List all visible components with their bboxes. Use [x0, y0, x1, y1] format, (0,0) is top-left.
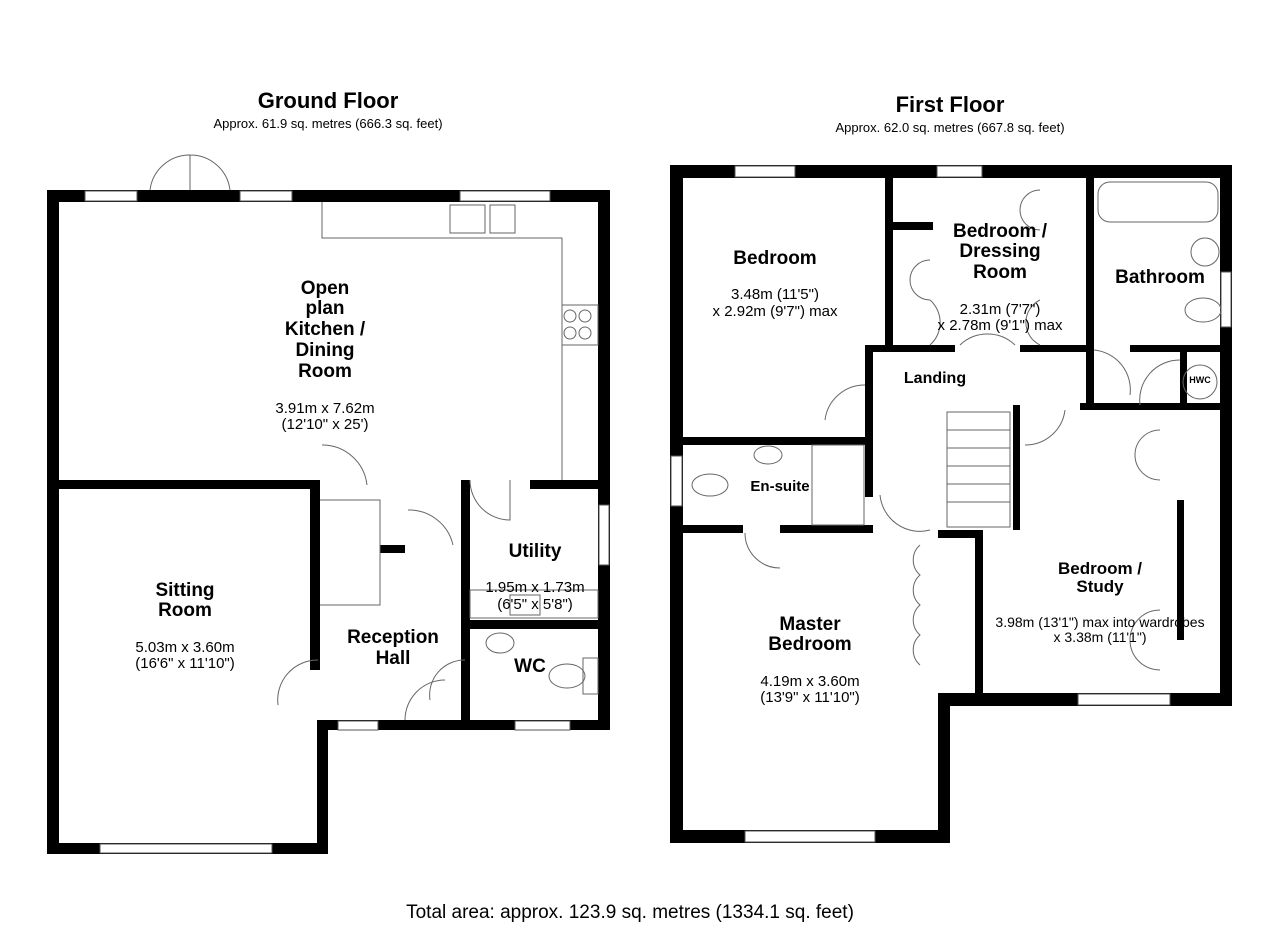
- room-name: Open plan Kitchen / Dining Room: [284, 277, 366, 383]
- hwc-label: HWC: [1189, 375, 1211, 385]
- room-landing: Landing: [903, 370, 967, 387]
- first-floor-fixtures: [670, 165, 1232, 843]
- ground-floor-area: Approx. 61.9 sq. metres (666.3 sq. feet): [213, 116, 443, 131]
- room-name: Bedroom: [733, 247, 817, 269]
- room-bedroom: Bedroom 3.48m (11'5") x 2.92m (9'7") max: [690, 231, 860, 338]
- room-name: Master Bedroom: [768, 613, 852, 656]
- first-floor-title: First Floor: [895, 92, 1005, 117]
- room-bathroom: Bathroom: [1115, 267, 1205, 288]
- room-bedroom-dressing: Bedroom / Dressing Room 2.31m (7'7") x 2…: [910, 204, 1090, 352]
- room-dimensions: 5.03m x 3.60m (16'6" x 11'10"): [135, 638, 235, 673]
- ground-floor-walls: [47, 190, 610, 854]
- room-dimensions: 3.91m x 7.62m (12'10" x 25'): [275, 399, 375, 434]
- room-name: Bedroom / Dressing Room: [953, 220, 1047, 284]
- room-dimensions: 1.95m x 1.73m (6'5" x 5'8"): [485, 579, 585, 613]
- room-name: Utility: [508, 540, 562, 562]
- room-en-suite: En-suite: [750, 478, 810, 495]
- room-name: Bedroom / Study: [1057, 558, 1143, 597]
- room-master-bedroom: Master Bedroom 4.19m x 3.60m (13'9" x 11…: [725, 597, 895, 725]
- room-wc: WC: [514, 656, 546, 677]
- room-kitchen-dining: Open plan Kitchen / Dining Room 3.91m x …: [240, 261, 410, 451]
- room-utility: Utility 1.95m x 1.73m (6'5" x 5'8"): [470, 524, 600, 631]
- total-area: Total area: approx. 123.9 sq. metres (13…: [406, 902, 854, 923]
- room-dimensions: 2.31m (7'7") x 2.78m (9'1") max: [937, 300, 1063, 335]
- first-floor-area: Approx. 62.0 sq. metres (667.8 sq. feet): [835, 120, 1065, 135]
- ground-floor-fixtures: [84, 154, 610, 854]
- staircase: [946, 411, 1011, 528]
- room-reception-hall: Reception Hall: [347, 627, 439, 669]
- room-bedroom-study: Bedroom / Study 3.98m (13'1") max into w…: [975, 542, 1225, 663]
- room-sitting-room: Sitting Room 5.03m x 3.60m (16'6" x 11'1…: [100, 563, 270, 691]
- room-dimensions: 4.19m x 3.60m (13'9" x 11'10"): [760, 672, 860, 707]
- ground-floor-title: Ground Floor: [257, 88, 399, 113]
- room-dimensions: 3.48m (11'5") x 2.92m (9'7") max: [712, 286, 838, 320]
- room-dimensions: 3.98m (13'1") max into wardrobes x 3.38m…: [995, 613, 1205, 645]
- room-name: Sitting Room: [155, 579, 215, 622]
